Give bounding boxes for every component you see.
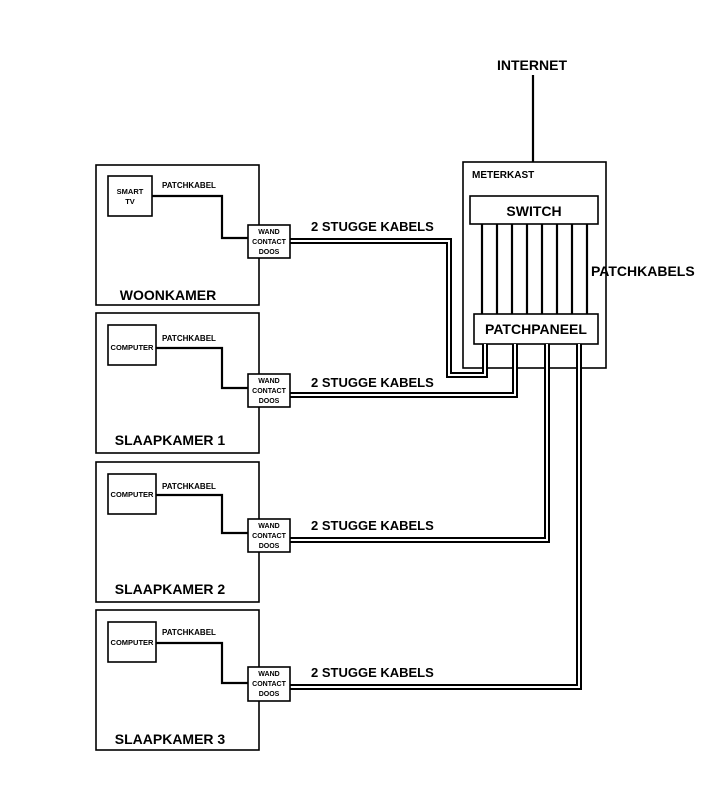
patch-cables [480, 224, 589, 314]
device-label: COMPUTER [111, 638, 155, 647]
outlet-label: CONTACT [252, 533, 286, 540]
switch-label: SWITCH [506, 203, 561, 219]
device-label: TV [125, 197, 135, 206]
outlet-label: DOOS [259, 543, 280, 550]
patchkabels-label: PATCHKABELS [591, 263, 695, 279]
patchkabel-line [152, 194, 248, 240]
device-box [107, 473, 157, 515]
device-label: SMART [117, 187, 144, 196]
outlet-label: DOOS [259, 249, 280, 256]
device-box [107, 621, 157, 663]
room-name: SLAAPKAMER 1 [115, 432, 226, 448]
cable-label: 2 STUGGE KABELS [311, 219, 434, 234]
outlet-label: DOOS [259, 398, 280, 405]
patchkabel-label: PATCHKABEL [162, 628, 216, 637]
room-name: SLAAPKAMER 3 [115, 731, 226, 747]
outlet-label: WAND [258, 523, 279, 530]
patchkabel-label: PATCHKABEL [162, 181, 216, 190]
outlet-label: DOOS [259, 691, 280, 698]
room-name: SLAAPKAMER 2 [115, 581, 226, 597]
wall-outlet-box [247, 224, 291, 259]
wall-outlet-box [247, 666, 291, 702]
device-box [107, 175, 153, 217]
device-label: COMPUTER [111, 343, 155, 352]
outlet-label: WAND [258, 229, 279, 236]
cable-label: 2 STUGGE KABELS [311, 518, 434, 533]
internet-label: INTERNET [497, 57, 567, 73]
patchkabel-label: PATCHKABEL [162, 482, 216, 491]
outlet-label: CONTACT [252, 239, 286, 246]
device-box [107, 324, 157, 366]
wall-outlet-box [247, 518, 291, 553]
device-label: COMPUTER [111, 490, 155, 499]
patchkabel-line [156, 346, 248, 390]
patchpanel-box [473, 313, 599, 345]
patchkabel-line [156, 493, 248, 535]
outlet-label: WAND [258, 671, 279, 678]
patchkabel-line [156, 641, 248, 685]
patchkabel-label: PATCHKABEL [162, 334, 216, 343]
outlet-label: CONTACT [252, 388, 286, 395]
patchpanel-label: PATCHPANEEL [485, 321, 587, 337]
room-name: WOONKAMER [120, 287, 216, 303]
room-slaapkamer-3: COMPUTER PATCHKABEL WAND CONTACT DOOS SL… [95, 609, 434, 751]
wall-outlet-box [247, 373, 291, 408]
room-slaapkamer-1: COMPUTER PATCHKABEL WAND CONTACT DOOS SL… [95, 312, 434, 454]
switch-box [469, 195, 599, 225]
meterkast-label: METERKAST [472, 170, 534, 181]
room-woonkamer: SMART TV PATCHKABEL WAND CONTACT DOOS WO… [95, 164, 434, 306]
room-slaapkamer-2: COMPUTER PATCHKABEL WAND CONTACT DOOS SL… [95, 461, 434, 603]
outlet-label: CONTACT [252, 681, 286, 688]
solid-cable-runs [290, 238, 582, 690]
outlet-label: WAND [258, 378, 279, 385]
cable-label: 2 STUGGE KABELS [311, 665, 434, 680]
cable-label: 2 STUGGE KABELS [311, 375, 434, 390]
